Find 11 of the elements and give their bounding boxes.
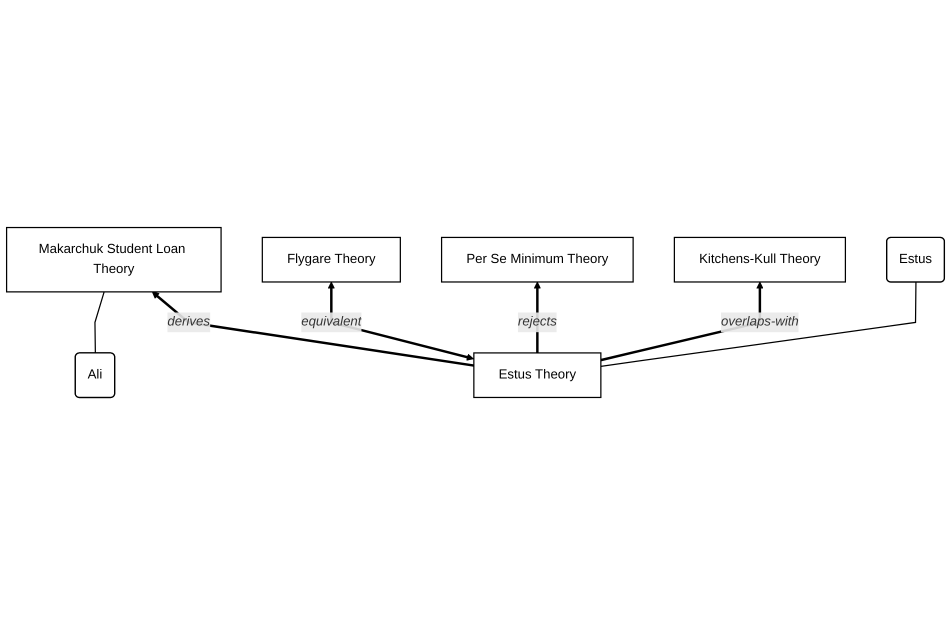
node-box: Kitchens-Kull Theory xyxy=(674,236,846,283)
node-box: Makarchuk Student Loan Theory xyxy=(6,226,222,292)
edge-label: overlaps-with xyxy=(721,314,799,329)
node-box: Flygare Theory xyxy=(262,236,401,283)
edge-label: derives xyxy=(167,314,210,329)
node-box: Estus Theory xyxy=(473,352,602,398)
edge-label: equivalent xyxy=(301,314,362,329)
node-box: Per Se Minimum Theory xyxy=(440,236,634,283)
connector xyxy=(94,292,105,354)
edge-label: rejects xyxy=(518,314,557,329)
arrow xyxy=(152,292,474,367)
